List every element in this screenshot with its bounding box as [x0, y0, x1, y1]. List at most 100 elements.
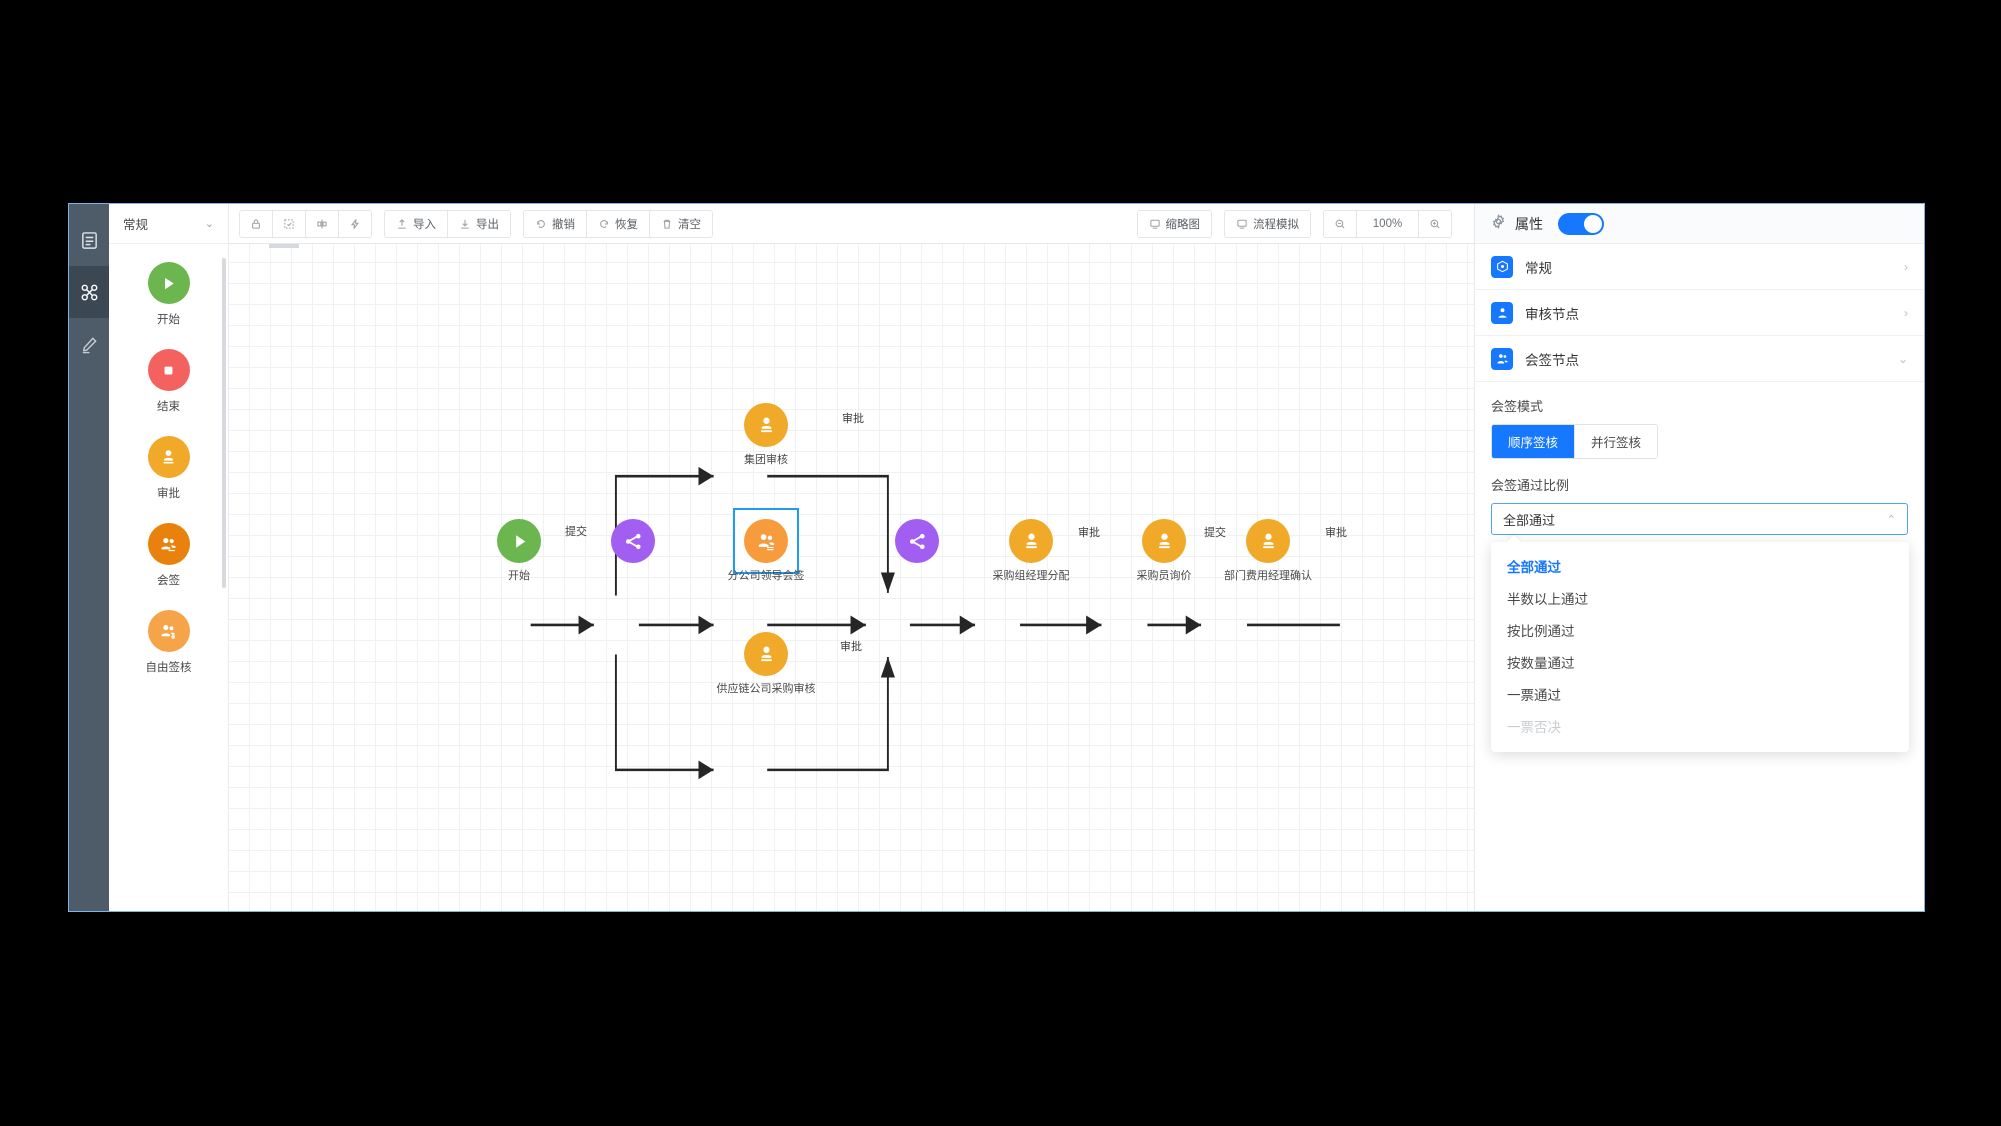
dropdown-option[interactable]: 半数以上通过	[1507, 592, 1588, 607]
chevron-up-icon: ⌃	[1886, 513, 1896, 526]
edge-label: 审批	[1078, 527, 1100, 539]
palette-item-label: 会签	[157, 575, 180, 587]
palette-item-start[interactable]: 开始	[109, 262, 228, 327]
palette-item-end[interactable]: 结束	[109, 349, 228, 414]
flow-node-group-review[interactable]: 集团审核	[744, 403, 788, 466]
toolbar-group-simulate: 流程模拟	[1224, 209, 1311, 238]
canvas-horizontal-scrollbar[interactable]	[269, 244, 299, 248]
edge-label: 审批	[1325, 527, 1347, 539]
properties-title: 属性	[1515, 215, 1543, 232]
properties-toggle[interactable]	[1558, 212, 1604, 235]
palette-item-countersign[interactable]: 会签	[109, 523, 228, 588]
cube-icon	[1491, 255, 1513, 278]
person-icon	[1491, 301, 1513, 324]
toolbar-group-io: 导入 导出	[384, 209, 511, 238]
thumbnail-button[interactable]: 缩略图	[1138, 211, 1212, 237]
dropdown-option[interactable]: 一票否决	[1507, 720, 1561, 735]
zoom-level[interactable]: 100%	[1357, 210, 1419, 237]
stamp-icon	[1142, 519, 1186, 563]
mode-parallel-button[interactable]: 并行签核	[1575, 425, 1658, 458]
flow-node-gateway-2[interactable]	[895, 519, 939, 563]
gear-icon	[1491, 213, 1506, 234]
edge-label: 审批	[840, 641, 862, 653]
align-icon[interactable]	[306, 210, 339, 237]
palette-item-label: 结束	[157, 401, 180, 413]
countersign-mode-label: 会签模式	[1491, 399, 1544, 414]
simulate-button[interactable]: 流程模拟	[1225, 211, 1310, 237]
flow-node-branch-countersign[interactable]: 分公司领导会签	[728, 508, 805, 582]
toolbar-group-zoom: 100%	[1323, 209, 1452, 238]
section-general[interactable]: 常规 ›	[1475, 244, 1924, 290]
palette-category-label: 常规	[123, 218, 149, 232]
dropdown-option[interactable]: 一票通过	[1507, 688, 1561, 703]
countersign-mode-segmented: 顺序签核 并行签核	[1491, 424, 1659, 459]
palette-scrollbar[interactable]	[222, 258, 226, 588]
palette-item-approve[interactable]: 审批	[109, 436, 228, 501]
toolbar-group-history: 撤销 恢复 清空	[523, 209, 713, 238]
zoom-in-icon[interactable]	[1419, 211, 1451, 237]
export-button[interactable]: 导出	[448, 211, 510, 237]
chevron-down-icon: ⌄	[204, 218, 214, 230]
redo-label: 恢复	[615, 218, 638, 231]
countersign-ratio-dropdown: 全部通过 半数以上通过 按比例通过 按数量通过 一票通过 一票否决	[1491, 542, 1909, 752]
countersign-settings: 会签模式 顺序签核 并行签核 会签通过比例 全部通过 ⌃ 全部通过 半数以上通过…	[1475, 382, 1924, 752]
flow-node-label: 分公司领导会签	[727, 570, 805, 582]
chevron-right-icon: ›	[1904, 259, 1908, 274]
edge-label: 提交	[565, 526, 587, 538]
play-icon	[147, 262, 190, 304]
countersign-ratio-select[interactable]: 全部通过 ⌃	[1491, 503, 1908, 535]
palette-item-free-sign[interactable]: 自由签核	[109, 610, 228, 675]
canvas-column: 导入 导出 撤销 恢复 清空	[229, 204, 1474, 911]
palette-item-label: 审批	[157, 488, 180, 500]
free-sign-icon	[147, 610, 190, 652]
dropdown-option[interactable]: 按数量通过	[1507, 656, 1575, 671]
section-countersign-node[interactable]: 会签节点 ⌄	[1475, 336, 1924, 382]
left-icon-rail	[69, 204, 109, 911]
edge-label: 审批	[842, 413, 864, 425]
zoom-out-icon[interactable]	[1324, 210, 1357, 237]
stamp-icon	[744, 403, 788, 447]
flow-node-label: 供应链公司采购审核	[716, 683, 816, 695]
select-all-icon[interactable]	[273, 210, 306, 237]
flow-node-start[interactable]: 开始	[497, 519, 541, 582]
pen-icon[interactable]	[69, 318, 109, 370]
flow-canvas[interactable]: 开始 集团审核 分公司领导会签	[229, 244, 1474, 911]
flow-node-dept-cost-manager-confirm[interactable]: 部门费用经理确认	[1224, 519, 1312, 582]
palette-category-header[interactable]: 常规 ⌄	[109, 204, 228, 244]
palette-item-list: 开始 结束 审批 会签	[109, 244, 228, 911]
group-stamp-icon	[147, 523, 190, 565]
countersign-ratio-label: 会签通过比例	[1491, 478, 1570, 493]
group-stamp-icon	[744, 519, 788, 563]
undo-button[interactable]: 撤销	[524, 210, 587, 237]
palette-item-label: 开始	[157, 314, 180, 326]
flow-node-supply-review[interactable]: 供应链公司采购审核	[717, 632, 816, 695]
lock-icon[interactable]	[240, 210, 273, 237]
form-icon[interactable]	[69, 214, 109, 266]
flow-node-label: 集团审核	[744, 454, 788, 466]
toolbar: 导入 导出 撤销 恢复 清空	[229, 204, 1474, 244]
section-review-node[interactable]: 审核节点 ›	[1475, 290, 1924, 336]
flow-node-icon[interactable]	[69, 266, 109, 318]
stamp-icon	[147, 436, 190, 478]
auto-layout-icon[interactable]	[339, 211, 371, 237]
stamp-icon	[1009, 519, 1053, 563]
flow-node-gateway-1[interactable]	[611, 519, 655, 563]
palette-item-label: 自由签核	[145, 662, 192, 674]
undo-label: 撤销	[552, 218, 575, 231]
dropdown-option[interactable]: 按比例通过	[1507, 624, 1575, 639]
flow-node-label: 采购员询价	[1136, 570, 1192, 582]
section-label: 常规	[1525, 260, 1552, 276]
dropdown-option[interactable]: 全部通过	[1507, 560, 1561, 575]
clear-button[interactable]: 清空	[650, 211, 712, 237]
mode-sequential-button[interactable]: 顺序签核	[1492, 425, 1576, 458]
redo-button[interactable]: 恢复	[587, 210, 650, 237]
flow-node-label: 部门费用经理确认	[1224, 570, 1312, 582]
edge-label: 提交	[1204, 527, 1226, 539]
group-icon	[1491, 347, 1513, 370]
flow-node-label: 开始	[508, 570, 530, 582]
import-label: 导入	[413, 218, 436, 231]
stop-icon	[147, 349, 190, 391]
import-button[interactable]: 导入	[385, 210, 448, 237]
flow-node-purchase-manager-assign[interactable]: 采购组经理分配	[993, 519, 1070, 582]
flow-node-buyer-quote[interactable]: 采购员询价	[1137, 519, 1192, 582]
